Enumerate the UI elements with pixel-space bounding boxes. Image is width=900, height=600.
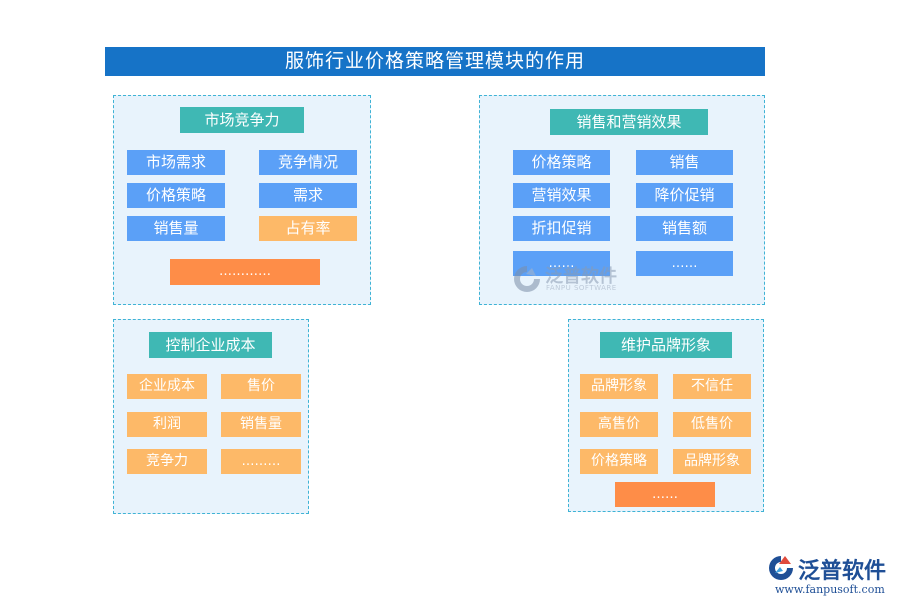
market-more-item: ………… [170,259,320,285]
market-item-need: 需求 [259,183,357,208]
brand-item-brand-image: 品牌形象 [580,374,658,399]
cost-panel-heading: 控制企业成本 [149,332,272,358]
market-item-demand: 市场需求 [127,150,225,175]
sales-item-revenue: 销售额 [636,216,733,241]
brand-item-high-price: 高售价 [580,412,658,437]
cost-item-sales-volume: 销售量 [221,412,301,437]
market-item-competition: 竞争情况 [259,150,357,175]
sales-item-sales: 销售 [636,150,733,175]
sales-item-marketing-effect: 营销效果 [513,183,610,208]
brand-image-panel: 维护品牌形象 品牌形象 不信任 高售价 低售价 价格策略 品牌形象 …… [568,319,764,512]
cost-item-profit: 利润 [127,412,207,437]
logo-url: www.fanpusoft.com [775,583,885,596]
cost-item-competitiveness: 竞争力 [127,449,207,474]
sales-more-right: …… [636,251,733,276]
sales-panel-heading: 销售和营销效果 [550,109,708,135]
sales-marketing-panel: 销售和营销效果 价格策略 销售 营销效果 降价促销 折扣促销 销售额 …… …… [479,95,765,305]
brand-item-low-price: 低售价 [673,412,751,437]
sales-more-left: …… [513,251,610,276]
market-panel-heading: 市场竞争力 [180,107,304,133]
cost-item-price: 售价 [221,374,301,399]
cost-item-enterprise-cost: 企业成本 [127,374,207,399]
brand-panel-heading: 维护品牌形象 [600,332,732,358]
cost-more-item: ……… [221,449,301,474]
sales-item-discount: 折扣促销 [513,216,610,241]
market-item-share: 占有率 [259,216,357,241]
brand-item-brand-image-2: 品牌形象 [673,449,751,474]
sales-item-price-strategy: 价格策略 [513,150,610,175]
fanpu-logo: 泛普软件 www.fanpusoft.com [766,553,896,598]
market-item-price-strategy: 价格策略 [127,183,225,208]
market-item-sales-volume: 销售量 [127,216,225,241]
fanpu-logo-icon [769,556,793,580]
page-title: 服饰行业价格策略管理模块的作用 [105,47,765,76]
logo-text: 泛普软件 [798,559,887,584]
market-competitiveness-panel: 市场竞争力 市场需求 竞争情况 价格策略 需求 销售量 占有率 ………… [113,95,371,305]
brand-more-item: …… [615,482,715,507]
cost-control-panel: 控制企业成本 企业成本 售价 利润 销售量 竞争力 ……… [113,319,309,514]
brand-item-price-strategy: 价格策略 [580,449,658,474]
sales-item-markdown: 降价促销 [636,183,733,208]
brand-item-distrust: 不信任 [673,374,751,399]
